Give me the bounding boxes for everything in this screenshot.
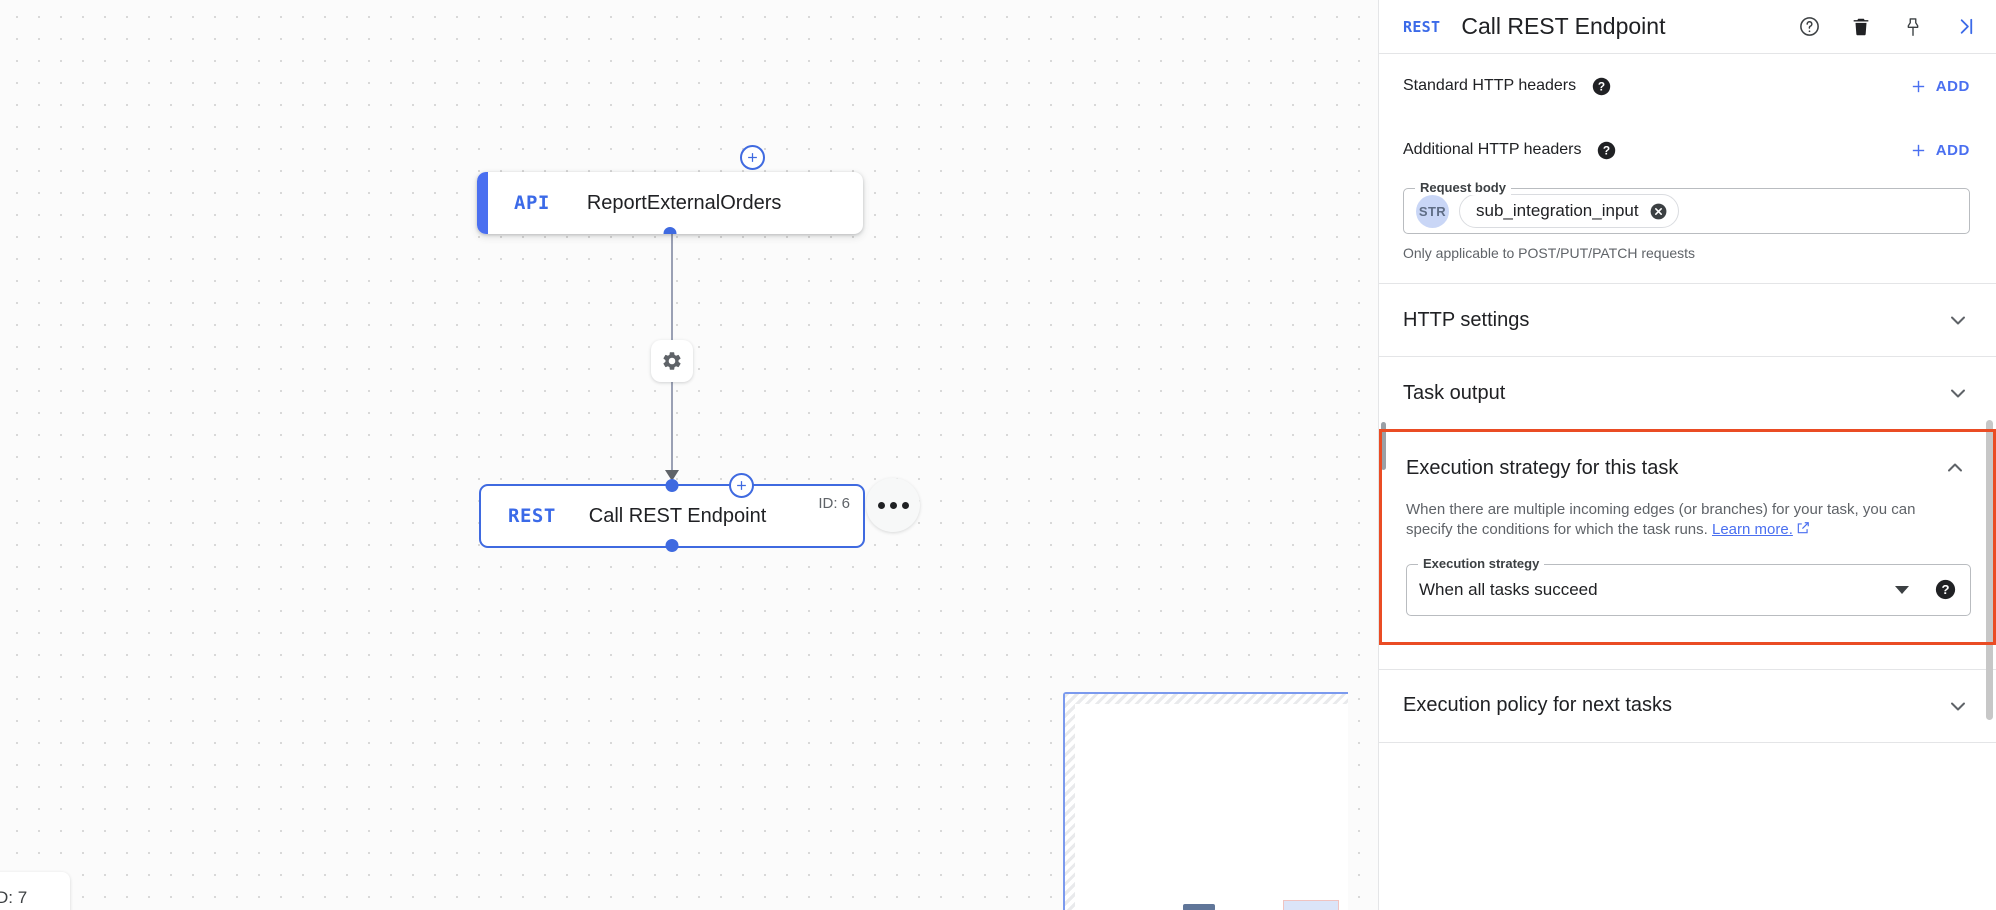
standard-http-headers-row: Standard HTTP headers ? ADD [1379,54,1996,118]
page-title: Call REST Endpoint [1461,13,1666,39]
dot [889,501,897,509]
delete-icon[interactable] [1848,14,1874,40]
request-body-helper-text: Only applicable to POST/PUT/PATCH reques… [1403,245,1696,261]
description-line-1: When there are multiple incoming edges (… [1406,501,1859,518]
node-id-label: D: 7 [0,888,28,907]
svg-text:?: ? [1603,143,1610,157]
type-chip-str: STR [1416,194,1449,228]
node-type-label: REST [508,505,556,527]
add-label: ADD [1935,77,1970,95]
section-execution-policy[interactable]: Execution policy for next tasks [1379,670,1996,742]
execution-strategy-description: When there are multiple incoming edges (… [1382,500,1993,540]
divider [1379,741,1996,743]
section-title: Execution policy for next tasks [1403,694,1673,717]
add-standard-header-button[interactable]: ADD [1910,78,1970,95]
panel-header-actions [1796,14,1978,40]
node-id-label: ID: 6 [818,495,850,512]
help-icon[interactable]: ? [1592,77,1611,96]
node-input-port[interactable] [665,479,679,492]
node-type-label: API [514,192,550,214]
add-additional-header-button[interactable]: ADD [1910,142,1970,159]
variable-chip[interactable]: sub_integration_input [1459,194,1679,228]
pin-icon[interactable] [1900,14,1926,40]
more-options-icon[interactable] [866,478,920,532]
divider [1379,356,1996,357]
preview-hatch-left [1065,694,1075,910]
edge-arrow-icon [665,470,679,481]
section-title: HTTP settings [1403,308,1530,331]
preview-hatch-top [1065,694,1348,704]
divider [1379,283,1996,284]
panel-header: REST Call REST Endpoint [1379,0,1996,54]
workflow-canvas[interactable]: API ReportExternalOrders REST Call REST … [0,0,1378,910]
plus-circle-icon[interactable] [729,473,754,498]
task-config-panel: REST Call REST Endpoint [1378,0,1996,910]
plus-circle-icon[interactable] [740,145,765,170]
panel-scroll-indicator[interactable] [1381,422,1386,470]
chevron-down-icon[interactable] [1895,585,1909,594]
plus-icon [1912,144,1924,156]
learn-more-link[interactable]: Learn more. [1712,520,1793,538]
chevron-down-icon[interactable] [1946,308,1970,332]
collapse-panel-icon[interactable] [1952,14,1978,40]
help-icon[interactable] [1796,14,1822,40]
additional-http-headers-row: Additional HTTP headers ? ADD [1379,118,1996,182]
chevron-up-icon[interactable] [1943,456,1967,480]
canvas-node-api[interactable]: API ReportExternalOrders [477,172,863,234]
request-body-legend: Request body [1415,180,1511,195]
help-icon[interactable]: ? [1935,579,1956,600]
external-link-icon [1797,522,1809,534]
request-body-field[interactable]: Request body STR sub_integration_input [1403,180,1970,234]
canvas-preview-panel[interactable] [1063,692,1348,910]
dot [901,501,909,509]
panel-body[interactable]: Standard HTTP headers ? ADD Additional H… [1379,54,1996,910]
execution-strategy-legend: Execution strategy [1418,555,1545,571]
node-name-label: Call REST Endpoint [588,504,767,527]
chevron-down-icon[interactable] [1946,694,1970,718]
section-execution-strategy[interactable]: Execution strategy for this task When th… [1379,429,1996,645]
svg-text:?: ? [1941,582,1949,597]
variable-name: sub_integration_input [1476,201,1639,220]
preview-illustration [1183,900,1339,910]
canvas-node-partial[interactable]: D: 7 [0,850,120,910]
canvas-node-rest[interactable]: REST Call REST Endpoint ID: 6 [479,479,865,552]
divider [1379,668,1996,670]
panel-task-type-label: REST [1403,17,1441,36]
execution-strategy-value: When all tasks succeed [1419,579,1598,599]
chevron-down-icon[interactable] [1946,381,1970,405]
execution-strategy-select[interactable]: Execution strategy When all tasks succee… [1406,555,1971,616]
node-accent-bar [477,172,488,234]
svg-text:?: ? [1598,79,1605,93]
standard-http-headers-label: Standard HTTP headers [1403,77,1577,94]
additional-http-headers-label: Additional HTTP headers [1403,141,1582,158]
add-label: ADD [1935,141,1970,159]
preview-highlight-box [1283,900,1339,910]
dot [877,501,885,509]
help-icon[interactable]: ? [1597,141,1616,160]
panel-scrollbar-thumb[interactable] [1986,420,1993,720]
node-card [0,872,70,910]
execution-strategy-header[interactable]: Execution strategy for this task [1382,432,1993,504]
node-output-port[interactable] [665,539,679,552]
section-task-output[interactable]: Task output [1379,357,1996,429]
node-output-port[interactable] [663,227,677,234]
plus-icon [1912,80,1924,92]
node-name-label: ReportExternalOrders [586,191,782,214]
section-title: Execution strategy for this task [1406,456,1679,479]
section-title: Task output [1403,381,1506,404]
gear-icon[interactable] [651,340,693,382]
section-http-settings[interactable]: HTTP settings [1379,284,1996,356]
close-icon [1650,203,1666,219]
description-line-2: you can specify the conditions for which… [1406,501,1916,538]
